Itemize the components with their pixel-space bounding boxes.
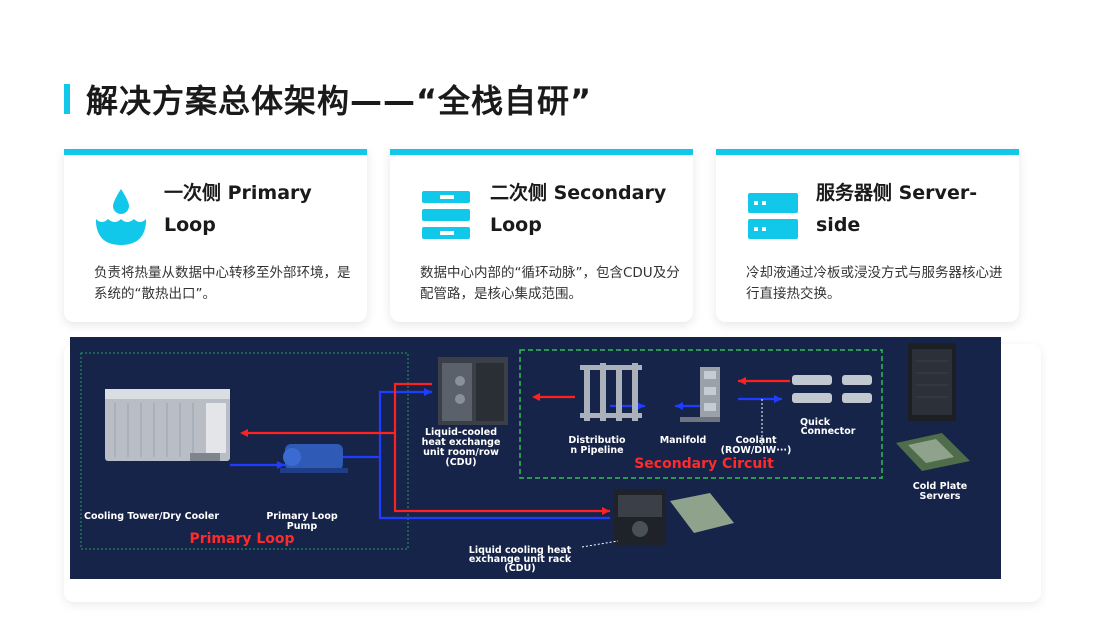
label-distribution-pipeline: n Pipeline	[570, 445, 623, 456]
label-primary-loop: Primary Loop	[189, 531, 294, 547]
label-cdu-rack: Liquid cooling heat	[469, 545, 572, 556]
label-quick-connector: Connector	[801, 426, 856, 437]
distribution-pipeline-illustration	[580, 363, 642, 421]
supply-pipe	[378, 457, 610, 520]
server-stack-icon	[748, 193, 798, 239]
card-title: 二次侧 Secondary Loop	[490, 182, 667, 236]
label-cooling-tower: Cooling Tower/Dry Cooler	[84, 511, 219, 522]
liquid-cooling-diagram: Cooling Tower/Dry Cooler Primary Loop Pu…	[70, 337, 1001, 579]
label-manifold: Manifold	[660, 435, 707, 446]
label-cdu-room: Liquid-cooled	[425, 427, 497, 438]
server-rack-illustration	[908, 343, 956, 421]
supply-pipe	[343, 390, 432, 459]
cdu-rack-illustration	[614, 489, 734, 545]
primary-pump-illustration	[280, 444, 348, 473]
label-secondary-circuit: Secondary Circuit	[634, 456, 774, 472]
label-quick-connector: Quick	[800, 417, 831, 428]
flow-arrowheads	[240, 377, 782, 515]
return-pipe	[393, 382, 610, 513]
label-cdu-room: unit room/row	[423, 447, 499, 458]
title-accent-bar	[64, 84, 70, 114]
primary-loop-box	[80, 352, 409, 550]
card-primary-loop: 一次侧 Primary Loop 负责将热量从数据中心转移至外部环境，是系统的“…	[64, 149, 367, 322]
quick-connector-illustration	[792, 375, 872, 403]
card-description: 负责将热量从数据中心转移至外部环境，是系统的“散热出口”。	[94, 265, 351, 302]
label-pump: Primary Loop	[266, 511, 338, 522]
card-title: 服务器侧 Server-side	[816, 182, 978, 236]
water-drop-icon	[96, 189, 146, 245]
secondary-circuit-box	[519, 349, 883, 479]
manifold-illustration	[680, 367, 720, 422]
label-coolant: Coolant	[736, 435, 777, 446]
label-cdu-room: (CDU)	[445, 457, 476, 468]
card-title: 一次侧 Primary Loop	[164, 182, 312, 236]
label-cdu-room: heat exchange	[422, 437, 501, 448]
label-cdu-rack: exchange unit rack	[469, 554, 572, 565]
card-description: 数据中心内部的“循环动脉”，包含CDU及分配管路，是核心集成范围。	[420, 265, 680, 302]
label-cold-plate-servers: Cold Plate	[913, 481, 967, 492]
page-title: 解决方案总体架构——“全栈自研”	[86, 82, 593, 120]
card-secondary-loop: 二次侧 Secondary Loop 数据中心内部的“循环动脉”，包含CDU及分…	[390, 149, 693, 322]
cooling-tower-illustration	[105, 389, 230, 461]
label-coolant: (ROW/DIW···)	[721, 445, 792, 456]
card-server-side: 服务器侧 Server-side 冷却液通过冷板或浸没方式与服务器核心进行直接热…	[716, 149, 1019, 322]
label-pump: Pump	[287, 521, 318, 532]
cdu-room-illustration	[438, 357, 508, 425]
label-distribution-pipeline: Distributio	[568, 435, 626, 446]
label-cold-plate-servers: Servers	[920, 491, 961, 502]
card-description: 冷却液通过冷板或浸没方式与服务器核心进行直接热交换。	[746, 265, 1003, 302]
label-cdu-rack: (CDU)	[504, 563, 535, 574]
circuit-flow-icon	[422, 191, 470, 239]
cold-plate-server-illustration	[896, 433, 970, 471]
